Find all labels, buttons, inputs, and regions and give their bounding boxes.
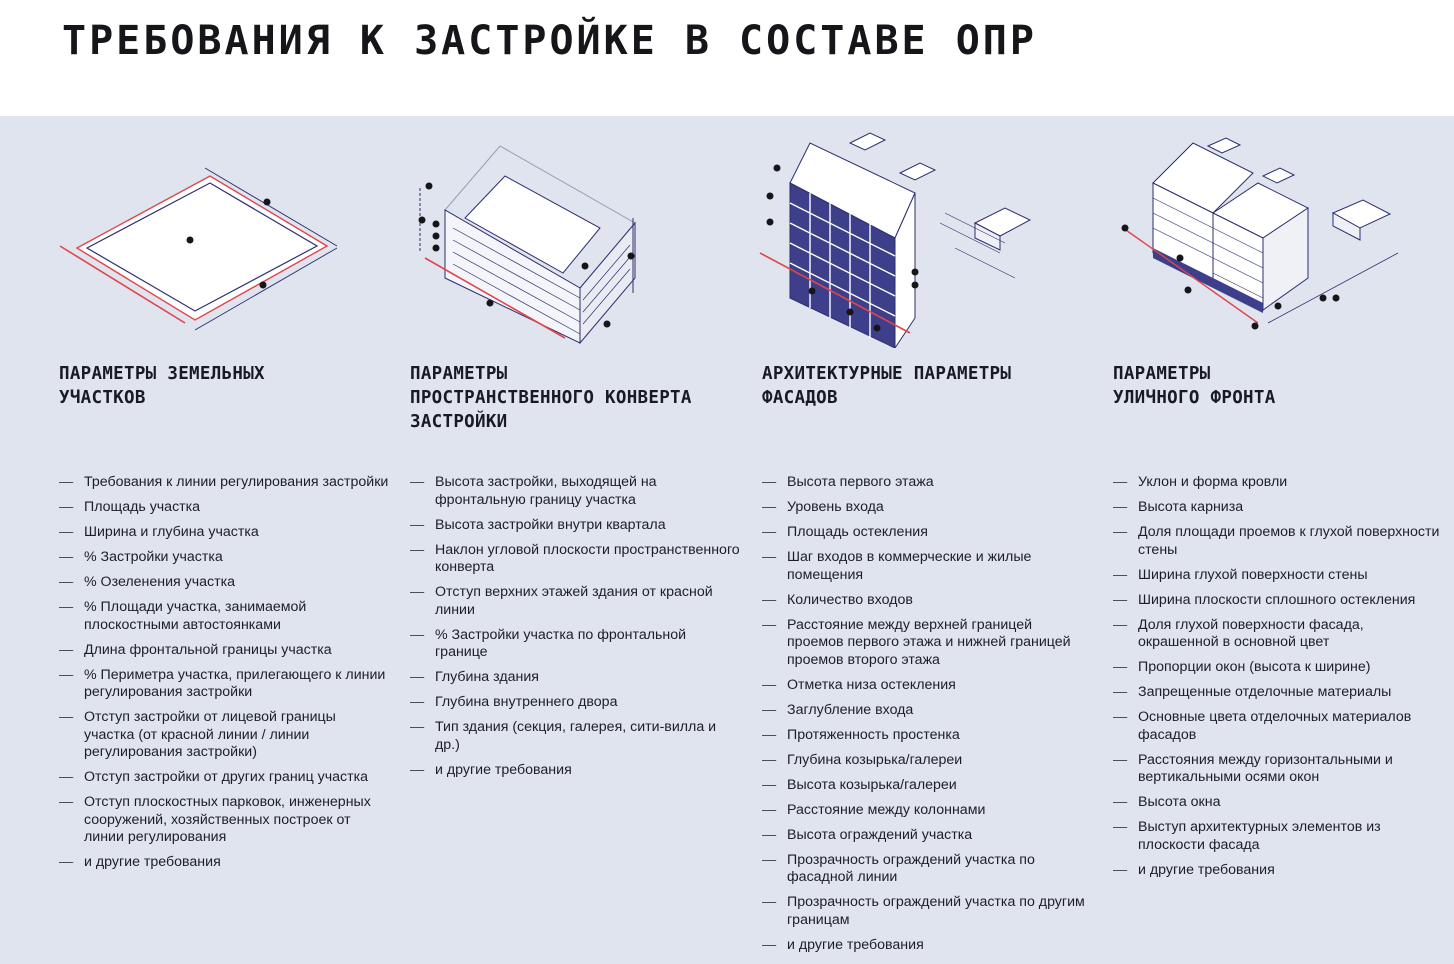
list-item: Отступ застройки от других границ участк… (59, 769, 389, 787)
list-item: Длина фронтальной границы участка (59, 642, 389, 660)
list-item: Высота карниза (1113, 499, 1443, 517)
list-item: Пропорции окон (высота к ширине) (1113, 659, 1443, 677)
list-item: Запрещенные отделочные материалы (1113, 684, 1443, 702)
list-item: Площадь участка (59, 499, 389, 517)
requirements-list: Уклон и форма кровли Высота карниза Доля… (1113, 474, 1443, 879)
building-envelope-diagram-icon (405, 128, 735, 348)
column-title: ПАРАМЕТРЫ ПРОСТРАНСТВЕННОГО КОНВЕРТА ЗАС… (410, 364, 692, 432)
list-item: и другие требования (59, 854, 389, 872)
header: ТРЕБОВАНИЯ К ЗАСТРОЙКЕ В СОСТАВЕ ОПР (0, 0, 1454, 116)
list-item: и другие требования (1113, 862, 1443, 880)
list-item: % Периметра участка, прилегающего к лини… (59, 667, 389, 702)
list-item: Тип здания (секция, галерея, сити-вилла … (410, 719, 740, 754)
list-item: Наклон угловой плоскости пространственно… (410, 542, 740, 577)
land-plot-diagram-icon (55, 128, 385, 348)
page-title: ТРЕБОВАНИЯ К ЗАСТРОЙКЕ В СОСТАВЕ ОПР (62, 18, 1037, 64)
list-item: Глубина здания (410, 669, 740, 687)
list-item: Высота ограждений участка (762, 827, 1092, 845)
list-item: Доля площади проемов к глухой поверхност… (1113, 524, 1443, 559)
street-front-parameters-column: ПАРАМЕТРЫ УЛИЧНОГО ФРОНТА Уклон и форма … (1113, 360, 1443, 887)
list-item: Протяженность простенка (762, 727, 1092, 745)
list-item: Шаг входов в коммерческие и жилые помеще… (762, 549, 1092, 584)
list-item: Высота застройки, выходящей на фронтальн… (410, 474, 740, 509)
list-item: Уклон и форма кровли (1113, 474, 1443, 492)
list-item: Высота застройки внутри квартала (410, 517, 740, 535)
list-item: Основные цвета отделочных материалов фас… (1113, 709, 1443, 744)
list-item: Доля глухой поверхности фасада, окрашенн… (1113, 617, 1443, 652)
list-item: Количество входов (762, 592, 1092, 610)
column-title: ПАРАМЕТРЫ УЛИЧНОГО ФРОНТА (1113, 364, 1276, 408)
list-item: Глубина козырька/галереи (762, 752, 1092, 770)
list-item: Высота окна (1113, 794, 1443, 812)
requirements-list: Высота первого этажа Уровень входа Площа… (762, 474, 1092, 954)
list-item: Заглубление входа (762, 702, 1092, 720)
list-item: Высота козырька/галереи (762, 777, 1092, 795)
list-item: Расстояния между горизонтальными и верти… (1113, 752, 1443, 787)
list-item: Уровень входа (762, 499, 1092, 517)
facade-diagram-icon (755, 128, 1085, 348)
list-item: Прозрачность ограждений участка по фасад… (762, 852, 1092, 887)
list-item: Расстояние между верхней границей проемо… (762, 617, 1092, 670)
list-item: Отметка низа остекления (762, 677, 1092, 695)
building-envelope-parameters-column: ПАРАМЕТРЫ ПРОСТРАНСТВЕННОГО КОНВЕРТА ЗАС… (410, 360, 740, 787)
list-item: Отступ верхних этажей здания от красной … (410, 584, 740, 619)
list-item: и другие требования (762, 937, 1092, 955)
column-title: ПАРАМЕТРЫ ЗЕМЕЛЬНЫХ УЧАСТКОВ (59, 364, 265, 408)
list-item: Ширина глухой поверхности стены (1113, 567, 1443, 585)
list-item: Глубина внутреннего двора (410, 694, 740, 712)
list-item: % Застройки участка по фронтальной грани… (410, 627, 740, 662)
list-item: Высота первого этажа (762, 474, 1092, 492)
list-item: % Площади участка, занимаемой плоскостны… (59, 599, 389, 634)
list-item: Расстояние между колоннами (762, 802, 1092, 820)
list-item: Отступ плоскостных парковок, инженерных … (59, 794, 389, 847)
list-item: Прозрачность ограждений участка по други… (762, 894, 1092, 929)
requirements-list: Высота застройки, выходящей на фронтальн… (410, 474, 740, 779)
list-item: Площадь остекления (762, 524, 1092, 542)
list-item: Ширина и глубина участка (59, 524, 389, 542)
list-item: и другие требования (410, 762, 740, 780)
list-item: % Озеленения участка (59, 574, 389, 592)
list-item: Выступ архитектурных элементов из плоско… (1113, 819, 1443, 854)
list-item: Отступ застройки от лицевой границы учас… (59, 709, 389, 762)
list-item: Ширина плоскости сплошного остекления (1113, 592, 1443, 610)
list-item: Требования к линии регулирования застрой… (59, 474, 389, 492)
requirements-list: Требования к линии регулирования застрой… (59, 474, 389, 872)
land-plot-parameters-column: ПАРАМЕТРЫ ЗЕМЕЛЬНЫХ УЧАСТКОВ Требования … (59, 360, 389, 879)
facade-parameters-column: АРХИТЕКТУРНЫЕ ПАРАМЕТРЫ ФАСАДОВ Высота п… (762, 360, 1092, 962)
street-front-diagram-icon (1108, 128, 1438, 348)
list-item: % Застройки участка (59, 549, 389, 567)
column-title: АРХИТЕКТУРНЫЕ ПАРАМЕТРЫ ФАСАДОВ (762, 364, 1012, 408)
